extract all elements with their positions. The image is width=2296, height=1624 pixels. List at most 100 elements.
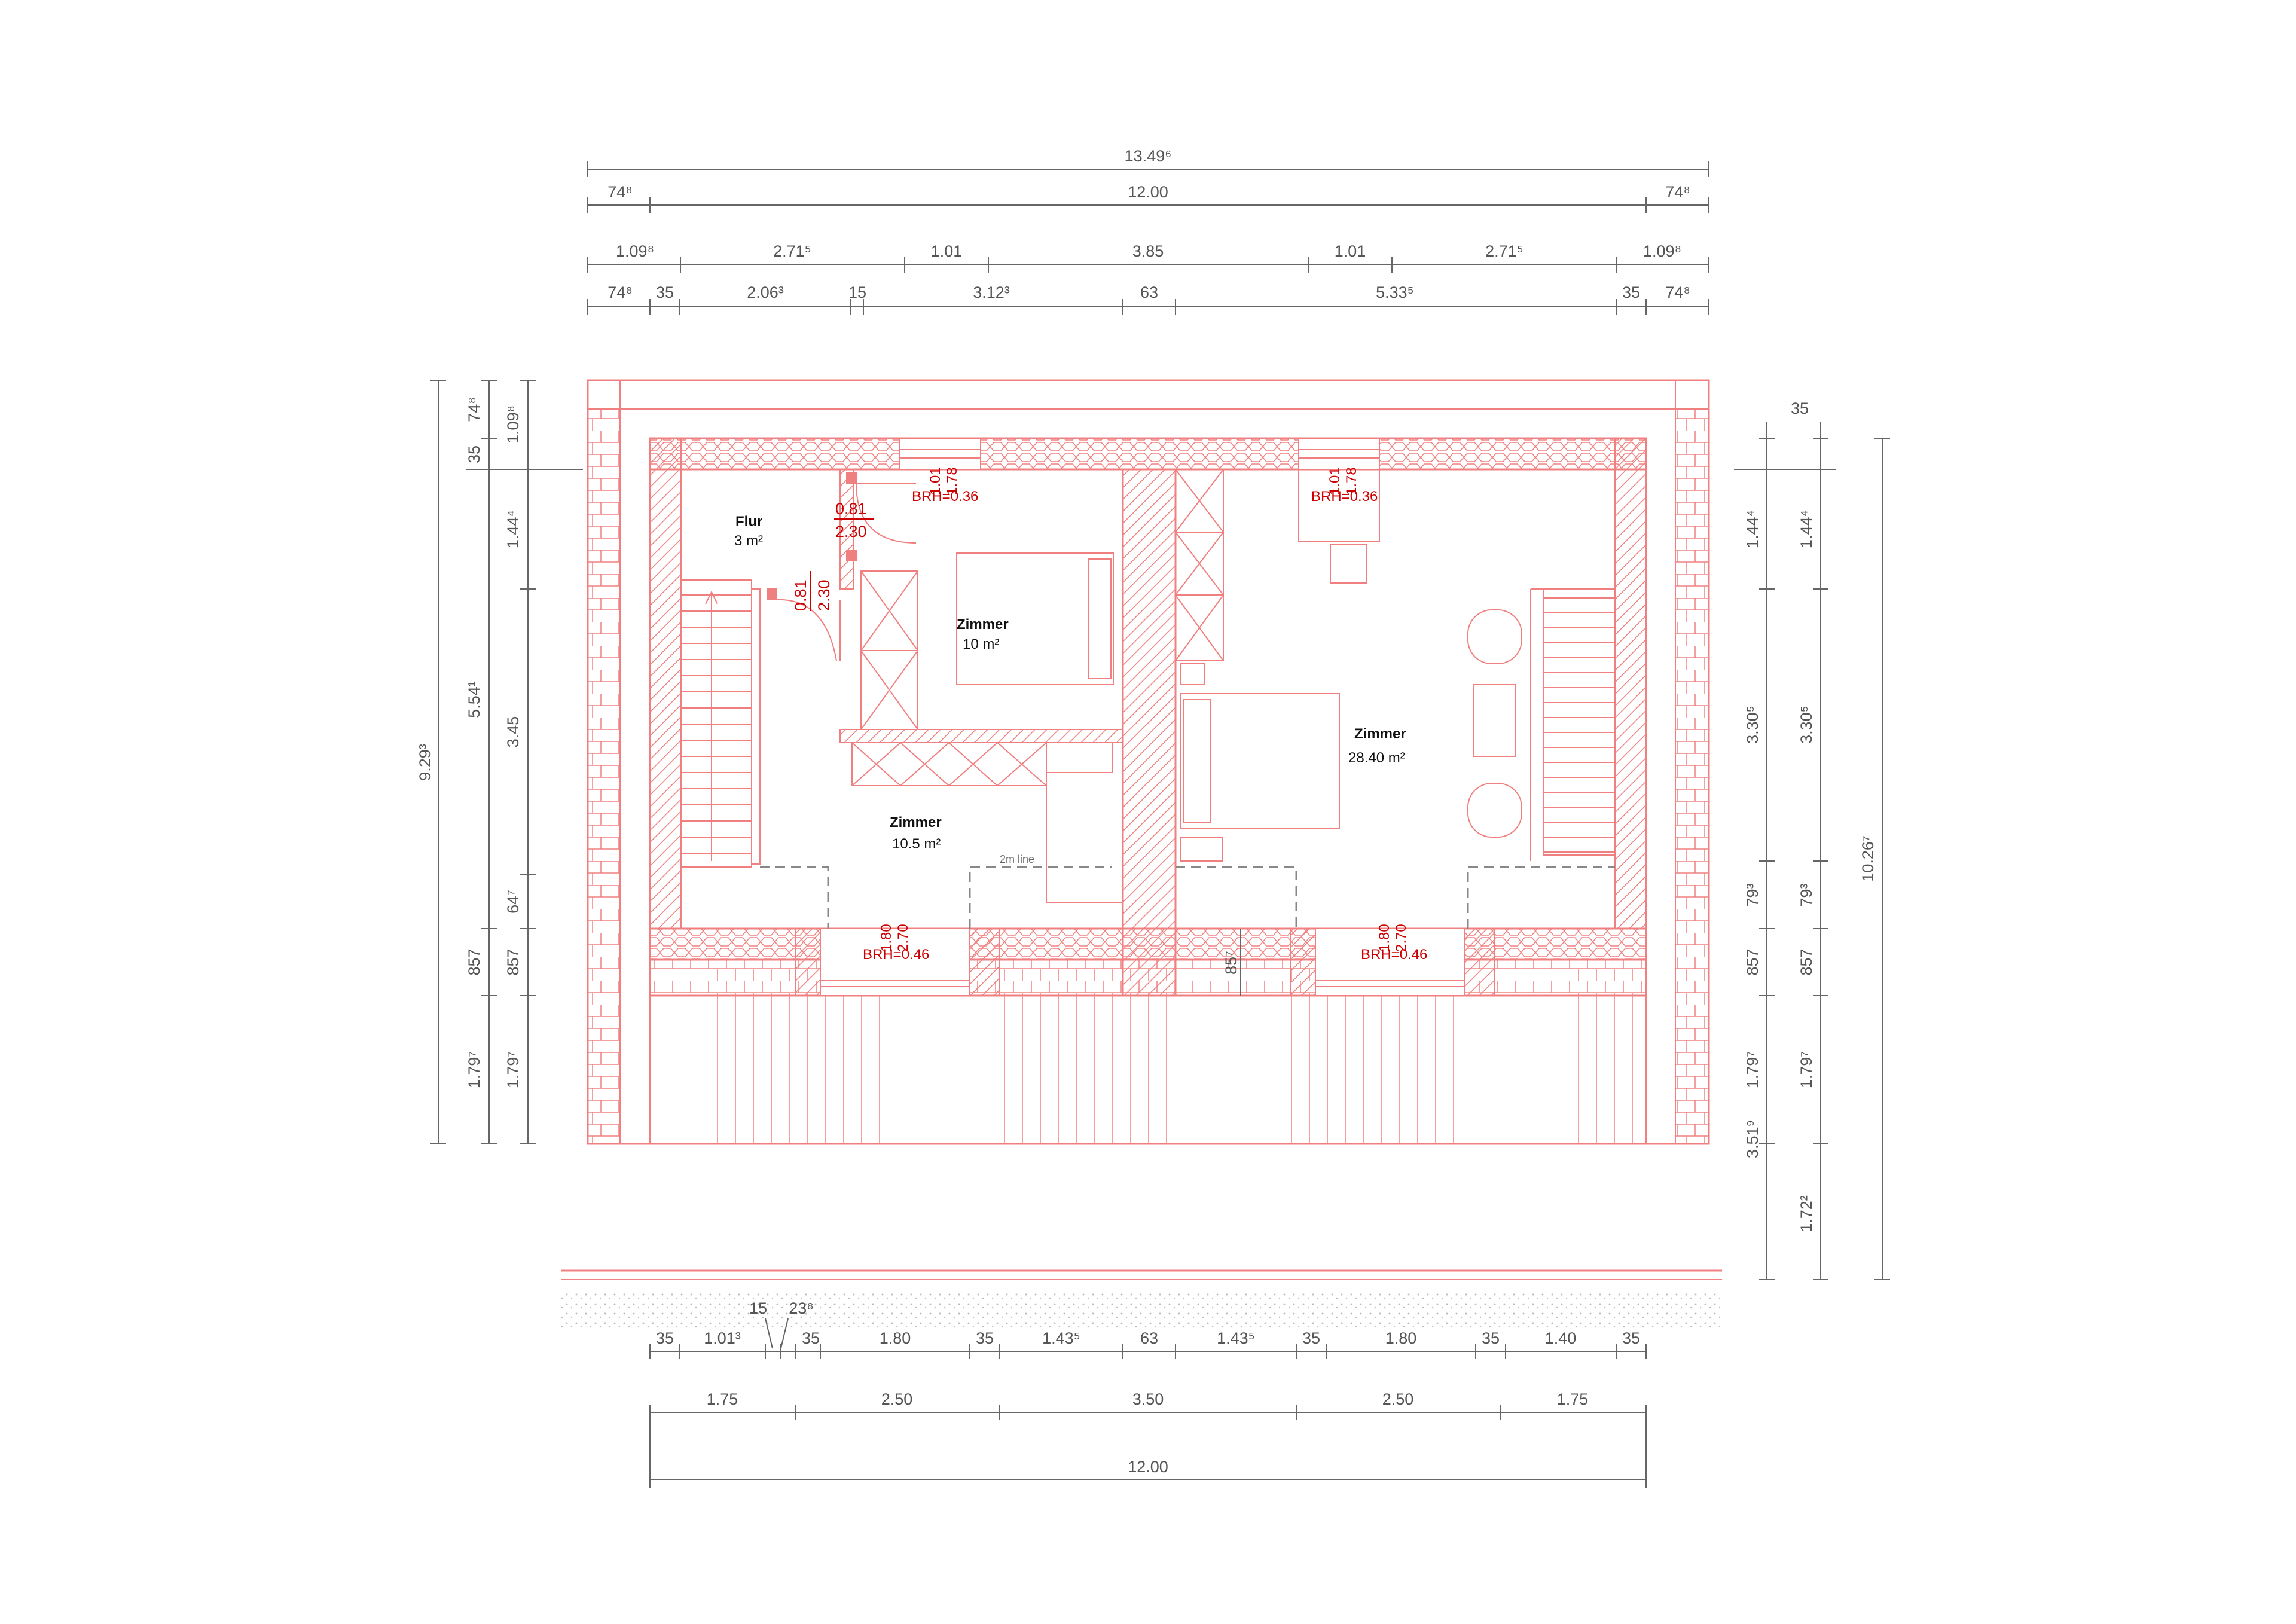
room-area-zimmer-large: 28.40 m² [1348,750,1405,766]
dim-left-col2: 74⁸ [465,397,483,422]
dim-right-col1: 1.44⁴ [1744,510,1761,548]
dim-row4: 74⁸ [1665,283,1690,301]
dim-row4: 35 [656,283,674,301]
room-name-zimmer-small: Zimmer [957,616,1009,633]
dim-bottom-row1: 1.01³ [704,1329,741,1347]
dim-row3: 2.71⁵ [773,242,811,260]
window-top-left-width: 1.01 [927,467,944,495]
dim-left-col2: 1.79⁷ [465,1051,483,1088]
doors [767,472,917,661]
dim-row4: 74⁸ [607,283,632,301]
dim-right-col2: 1.44⁴ [1797,510,1815,548]
dim-right-col2: 3.30⁵ [1797,706,1815,744]
dim-right-col2: 857 [1797,948,1815,975]
dims-right [1734,422,1890,1280]
dim-left-col3: 857 [504,948,522,975]
window-bottom-left-width: 1.80 [878,924,894,952]
dim-row3: 1.09⁸ [616,242,654,260]
room-name-flur: Flur [735,514,762,530]
window-top-right-height: 1.78 [1344,467,1360,495]
dim-right-col1: 79³ [1744,883,1761,906]
dim-left-col2: 35 [465,445,483,463]
dim-right-col1: 3.30⁵ [1744,706,1761,744]
dim-bottom-row1: 35 [976,1329,994,1347]
dims-left [430,380,583,1144]
dim-right-col2: 1.72² [1797,1195,1815,1232]
dim-bottom-row2: 2.50 [881,1390,913,1408]
dim-right-col2: 1.79⁷ [1797,1051,1815,1088]
window-top-right-brh: BRH=0.36 [1311,489,1378,505]
ground [561,1269,1722,1327]
dim-bottom-row1: 35 [1302,1329,1320,1347]
dim-bottom-row1: 1.43⁵ [1217,1329,1255,1347]
dim-row3: 1.01 [931,242,963,260]
dim-top-right-overhang: 74⁸ [1665,183,1690,201]
note-2m-line: 2m line [1000,853,1034,865]
dim-bottom-row1: 1.43⁵ [1042,1329,1080,1347]
door-v-width: 0.81 [792,579,810,611]
dim-row3: 3.85 [1132,242,1164,260]
room-name-zimmer-large: Zimmer [1354,726,1406,742]
dim-right-col1: 857 [1744,948,1761,975]
window-bottom-left-height: 2.70 [895,924,911,952]
dim-left-col3: 1.09⁸ [504,405,522,444]
roof-outline [587,379,1710,1145]
dim-bottom-row1: 63 [1140,1329,1158,1347]
dim-row4: 2.06³ [747,283,784,301]
dim-right-col1: 3.51⁹ [1744,1120,1761,1158]
window-top-left-brh: BRH=0.36 [912,489,978,505]
dim-left-col2: 857 [465,948,483,975]
dim-left-col3: 64⁷ [504,890,522,914]
room-area-zimmer-small: 10 m² [963,636,999,652]
dim-right-col1: 1.79⁷ [1744,1051,1761,1088]
dim-bottom-extra: 23⁸ [789,1299,813,1317]
dim-bottom-row1: 1.80 [1385,1329,1417,1347]
room-area-zimmer-mid: 10.5 m² [892,836,941,852]
dim-right-total: 10.26⁷ [1859,835,1877,881]
window-bottom-left-brh: BRH=0.46 [863,947,929,963]
dim-bottom-row1: 1.40 [1545,1329,1577,1347]
window-top-left-height: 1.78 [944,467,960,495]
furniture [851,469,1522,903]
door-h-width: 0.81 [835,500,867,518]
dim-bottom-row1: 35 [802,1329,820,1347]
two-meter-line [760,866,1615,929]
dim-left-col3: 1.79⁷ [504,1051,522,1088]
dim-left-col3: 1.44⁴ [504,510,522,548]
window-bottom-right-brh: BRH=0.46 [1361,947,1427,963]
dim-top-left-overhang: 74⁸ [607,183,632,201]
room-name-zimmer-mid: Zimmer [890,814,942,831]
dim-bottom-total: 12.00 [1128,1458,1168,1476]
window-bottom-right-width: 1.80 [1376,924,1393,952]
window-frames [795,438,1495,996]
dim-left-col2: 5.54¹ [465,681,483,718]
dim-left-col3: 3.45 [504,716,522,748]
dim-row3: 1.01 [1335,242,1366,260]
dim-row4: 63 [1140,283,1158,301]
door-v-height: 2.30 [815,579,833,611]
dim-total-width: 13.49⁶ [1125,147,1172,165]
room-area-flur: 3 m² [734,533,763,549]
dim-row4: 5.33⁵ [1376,283,1414,301]
dim-row4: 35 [1622,283,1640,301]
dim-bottom-row1: 35 [656,1329,674,1347]
dim-knee-wall: 85⁷ [1222,951,1240,975]
dim-left-total: 9.29³ [416,744,434,781]
exterior-walls [649,437,1647,997]
dims-top [587,161,1709,315]
dim-bottom-row1: 35 [1482,1329,1500,1347]
dim-bottom-row1: 35 [1622,1329,1640,1347]
dim-bottom-row2: 2.50 [1382,1390,1414,1408]
dim-right-col2: 79³ [1797,883,1815,906]
window-top-right-width: 1.01 [1327,467,1343,495]
dim-bottom-row1: 1.80 [880,1329,911,1347]
staircase-left [680,579,761,868]
dims-bottom [649,1344,1647,1488]
dim-row3: 1.09⁸ [1643,242,1681,260]
dim-top-body: 12.00 [1128,183,1168,201]
window-bottom-right-height: 2.70 [1393,924,1409,952]
dim-row4: 3.12³ [973,283,1010,301]
dim-bottom-row2: 1.75 [707,1390,738,1408]
dim-row3: 2.71⁵ [1485,242,1523,260]
